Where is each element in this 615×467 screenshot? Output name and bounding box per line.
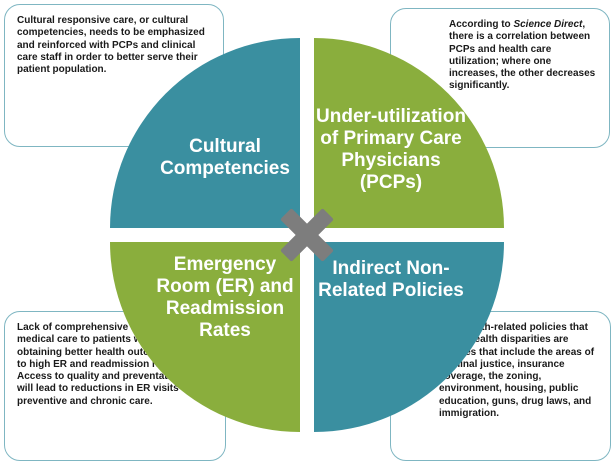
quadrant-top-left bbox=[110, 38, 300, 228]
note-er-readmission-text: Lack of comprehensive and continuous med… bbox=[17, 322, 208, 407]
label-pcp-underutilization: Under-utilization of Primary Care Physic… bbox=[316, 106, 466, 193]
quadrant-top-right bbox=[314, 38, 504, 228]
quadrant-bottom-left bbox=[110, 242, 300, 432]
note-indirect-policies-text: Non health-related policies that affect … bbox=[439, 322, 595, 420]
note-cultural-competencies-text: Cultural responsive care, or cultural co… bbox=[17, 15, 205, 76]
center-cross-icon bbox=[280, 208, 334, 262]
label-cultural-competencies: Cultural Competencies bbox=[160, 136, 290, 179]
note-pcp-suffix: , there is a correlation between PCPs an… bbox=[449, 19, 596, 92]
label-er-readmission: Emergency Room (ER) and Readmission Rate… bbox=[156, 254, 294, 341]
note-pcp-prefix: According to bbox=[449, 19, 514, 30]
note-pcp-source: Science Direct bbox=[513, 19, 583, 30]
note-pcp-utilization-text: According to Science Direct, there is a … bbox=[449, 19, 599, 93]
label-indirect-policies: Indirect Non-Related Policies bbox=[318, 258, 464, 301]
quadrant-bottom-right bbox=[314, 242, 504, 432]
